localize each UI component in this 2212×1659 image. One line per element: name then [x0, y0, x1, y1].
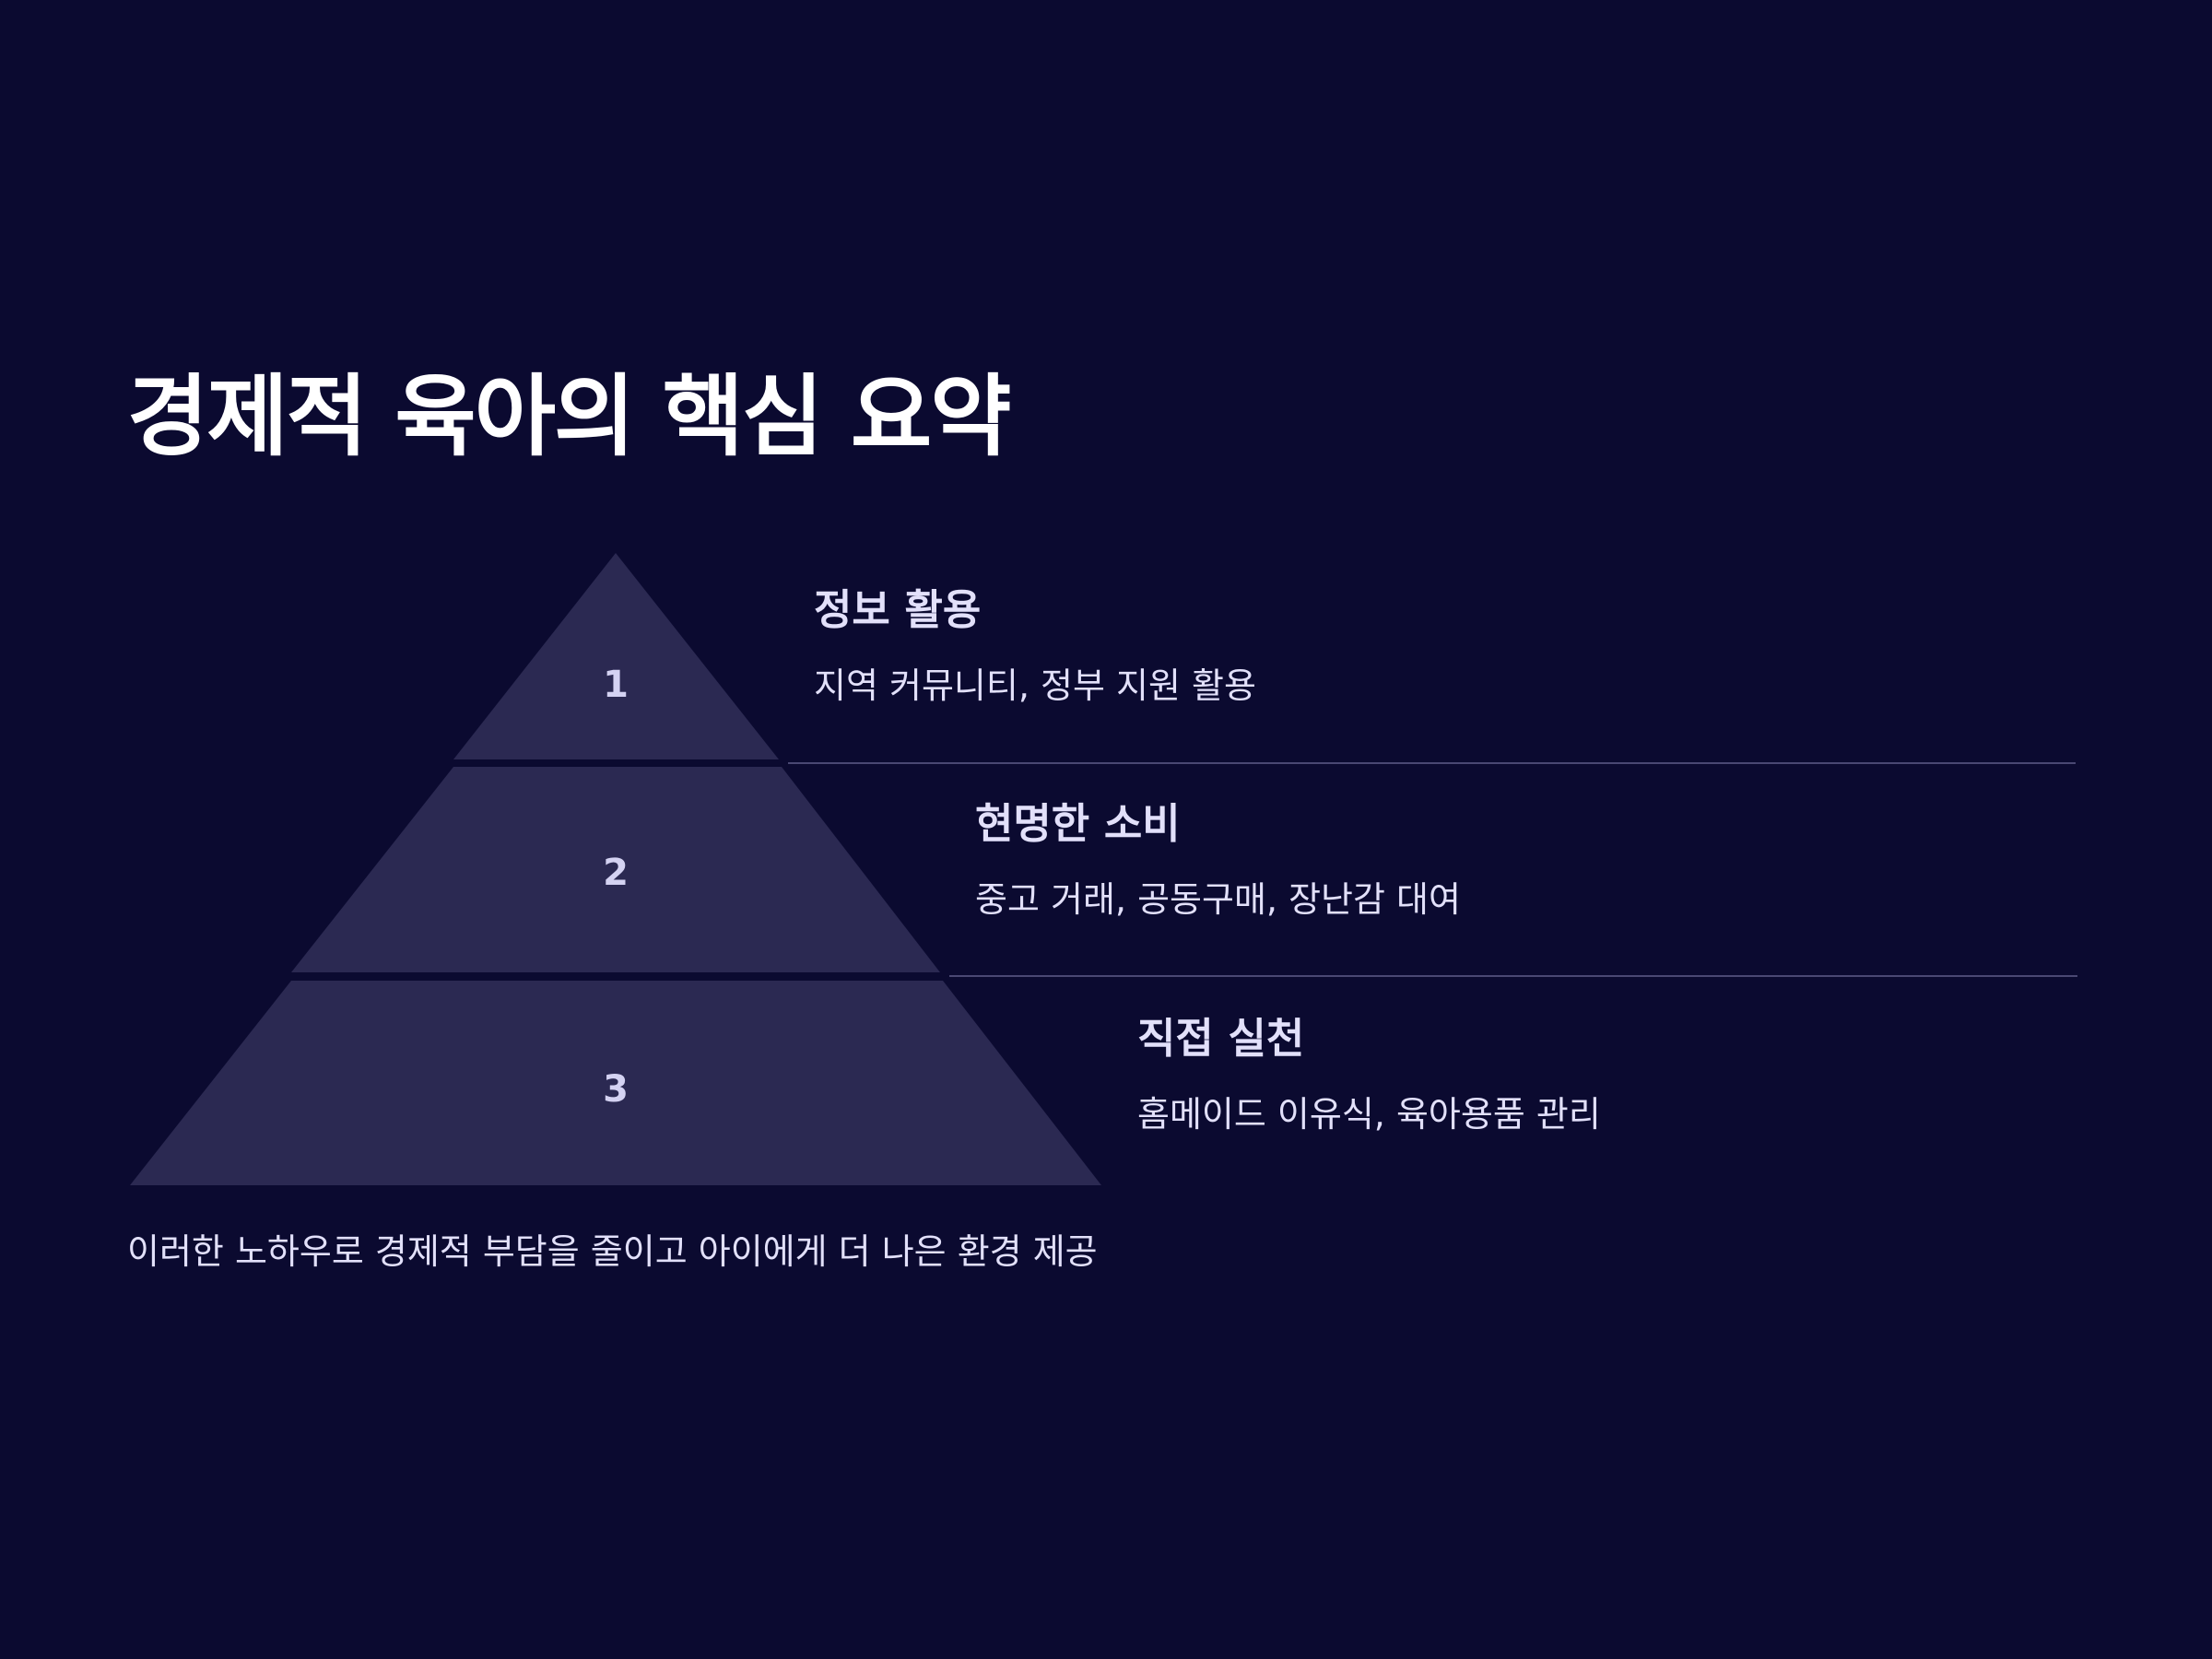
- tier-title-2: 현명한 소비: [975, 799, 1181, 848]
- tier-number-2: 2: [603, 852, 629, 894]
- page-title: 경제적 육아의 핵심 요약: [127, 365, 1011, 468]
- tier-description-3: 홈메이드 이유식, 육아용품 관리: [1137, 1094, 1601, 1135]
- tier-number-3: 3: [603, 1068, 629, 1111]
- tier-item-3: 직접 실천 홈메이드 이유식, 육아용품 관리: [1137, 1011, 1601, 1140]
- tier-item-1: 정보 활용 지역 커뮤니티, 정부 지원 활용: [814, 582, 1256, 712]
- summary-footer: 이러한 노하우로 경제적 부담을 줄이고 아이에게 더 나은 환경 제공: [127, 1231, 1098, 1272]
- tier-item-2: 현명한 소비 중고 거래, 공동구매, 장난감 대여: [975, 796, 1461, 925]
- pyramid-tier-2: [291, 767, 940, 972]
- tier-description-1: 지역 커뮤니티, 정부 지원 활용: [814, 665, 1256, 706]
- tier-number-1: 1: [603, 664, 629, 706]
- tier-title-3: 직접 실천: [1137, 1014, 1305, 1063]
- tier-description-2: 중고 거래, 공동구매, 장난감 대여: [975, 879, 1461, 920]
- pyramid-tier-3: [130, 981, 1101, 1185]
- tier-title-1: 정보 활용: [814, 585, 982, 634]
- pyramid-tier-1: [453, 553, 779, 759]
